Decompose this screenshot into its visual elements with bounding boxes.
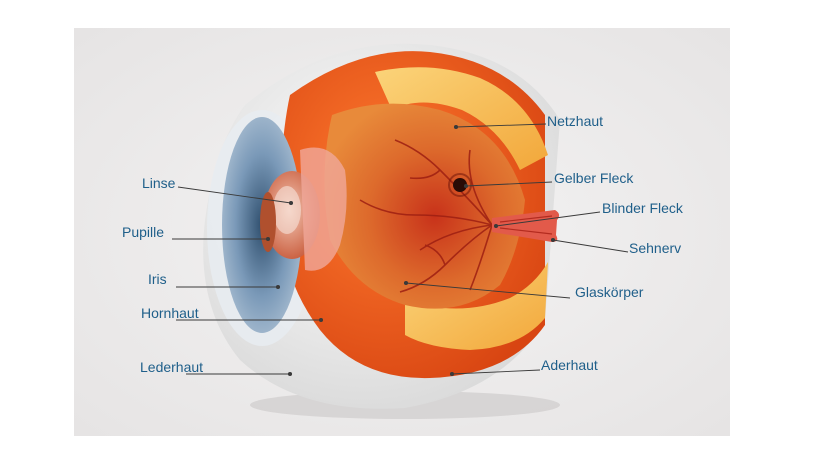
- blood-vessels: [359, 139, 493, 293]
- retina-upper: [375, 67, 548, 170]
- macula-ring: [448, 173, 472, 197]
- ciliary-body: [300, 147, 347, 271]
- lens-highlight: [273, 186, 301, 234]
- label-lederhaut: Lederhaut: [140, 359, 204, 375]
- optic-nerve-shape: [492, 210, 560, 242]
- label-pupille: Pupille: [122, 224, 165, 240]
- label-iris: Iris: [148, 271, 167, 287]
- label-glaskoerper: Glaskörper: [575, 284, 644, 300]
- pupil-shape: [260, 192, 276, 252]
- label-netzhaut: Netzhaut: [547, 113, 604, 129]
- leader-lines: [172, 123, 629, 377]
- label-aderhaut: Aderhaut: [541, 357, 598, 373]
- label-blinder-fleck: Blinder Fleck: [602, 200, 683, 216]
- macula-dot: [453, 178, 467, 192]
- label-sehnerv: Sehnerv: [629, 240, 682, 256]
- label-hornhaut: Hornhaut: [141, 305, 199, 321]
- label-linse: Linse: [142, 175, 176, 191]
- label-gelber-fleck: Gelber Fleck: [554, 170, 634, 186]
- retina-lower: [405, 262, 548, 350]
- vitreous-shape: [324, 103, 525, 309]
- optic-nerve-fibers: [499, 215, 553, 235]
